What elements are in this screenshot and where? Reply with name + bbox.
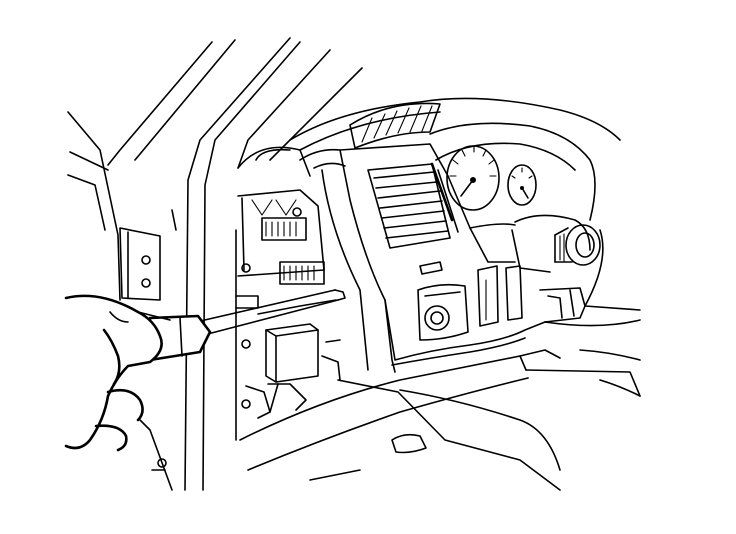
instrument-gauges — [447, 146, 536, 210]
door-pillar — [68, 38, 362, 490]
fuse-block — [236, 147, 324, 440]
lower-trim-panel — [240, 230, 640, 490]
hand — [66, 296, 170, 450]
dashboard-top — [290, 98, 620, 220]
dashboard-bezel — [300, 144, 545, 372]
screwdriver — [150, 290, 345, 360]
ignition-knob — [512, 215, 600, 272]
air-vent — [368, 164, 458, 248]
relay-module — [246, 300, 340, 418]
